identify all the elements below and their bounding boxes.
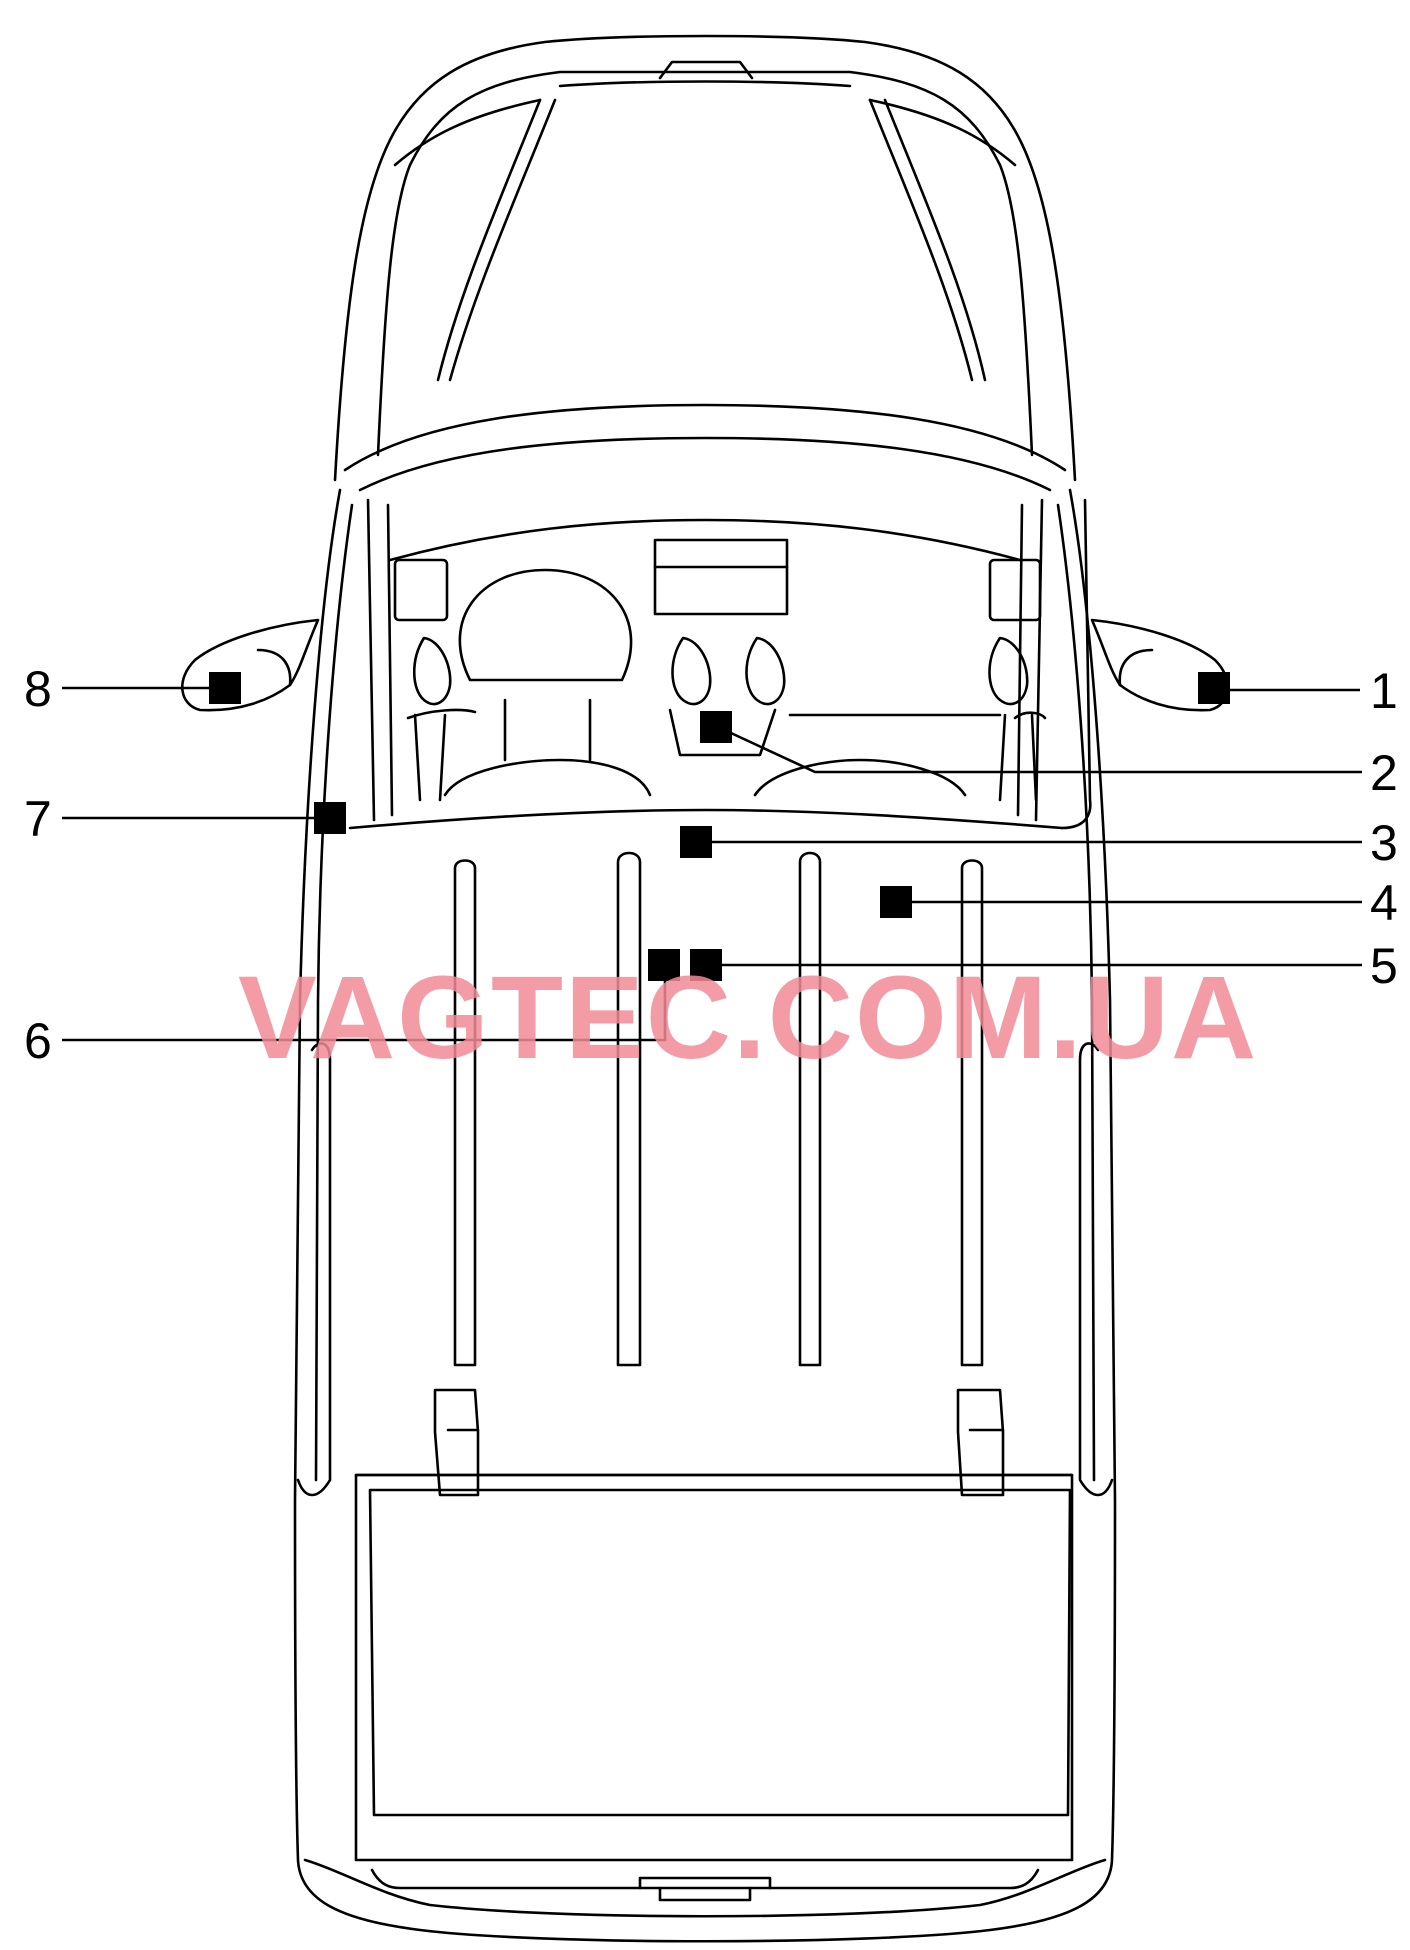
steering-wheel xyxy=(458,568,633,682)
hood-crease-right xyxy=(868,98,974,382)
tie-rail-1 xyxy=(453,859,477,1367)
cabin-frame-left xyxy=(366,498,376,822)
callout-5: 5 xyxy=(1370,938,1398,994)
body-side-left-bottom xyxy=(296,1042,332,1497)
marker-1 xyxy=(1198,672,1230,704)
mirror-left-inner xyxy=(256,648,292,687)
body-side-right-inner xyxy=(1056,503,1096,1482)
cabin xyxy=(348,498,1092,830)
hood-inner-outline xyxy=(376,70,1034,457)
car-body xyxy=(293,34,1117,1943)
leader-lines xyxy=(62,686,1362,1042)
vent-left xyxy=(393,558,449,622)
seat-right xyxy=(998,711,1047,802)
marker-8 xyxy=(209,672,241,704)
hood-front-vent xyxy=(658,60,754,80)
dash-top xyxy=(388,518,1022,562)
marker-5 xyxy=(690,949,722,981)
mirror-left xyxy=(180,618,320,712)
passenger-seat xyxy=(753,758,967,797)
callout-numbers: 1 2 3 4 5 6 7 8 xyxy=(24,661,1398,1069)
marker-2 xyxy=(700,711,732,743)
hood-crease-left-2 xyxy=(448,98,557,382)
mirror-right xyxy=(1090,618,1230,712)
round-vent-2 xyxy=(671,636,712,706)
callout-6: 6 xyxy=(24,1013,52,1069)
body-side-right-bottom xyxy=(1078,1042,1114,1497)
cowl-line xyxy=(343,403,1067,472)
hood-front-edge xyxy=(558,80,852,88)
tie-rail-4 xyxy=(960,859,984,1367)
callout-8: 8 xyxy=(24,661,52,717)
cargo-floor-outer xyxy=(354,1473,1074,1862)
cargo-area xyxy=(354,851,1074,1862)
cabin-frame-left-inner xyxy=(386,503,394,817)
steering-column xyxy=(503,698,592,762)
cabin-rear-line xyxy=(348,808,1064,830)
rear-bumper-inner xyxy=(370,1868,1040,1890)
center-console xyxy=(668,708,777,757)
marker-4 xyxy=(880,886,912,918)
body-side-left-outer xyxy=(293,488,1117,1943)
hood-crease-left xyxy=(436,98,542,382)
anchor-bracket-right xyxy=(956,1388,1005,1497)
body-side-left-inner xyxy=(314,503,354,1482)
callout-1: 1 xyxy=(1370,663,1398,719)
leader-6 xyxy=(62,965,667,1042)
hood-crease-right-2 xyxy=(883,98,987,382)
seat-left xyxy=(406,708,477,802)
marker-6 xyxy=(648,949,680,981)
vent-right xyxy=(988,558,1042,622)
anchor-bracket-left xyxy=(433,1388,480,1497)
tie-rail-2 xyxy=(616,851,642,1367)
cabin-frame-right-inner xyxy=(1016,503,1024,817)
cargo-floor-inner xyxy=(368,1488,1072,1817)
hood-corner-right xyxy=(868,98,1017,167)
rear-latch xyxy=(638,1876,772,1902)
marker-7 xyxy=(314,802,346,834)
location-markers xyxy=(209,672,1230,981)
cabin-frame-right xyxy=(1034,498,1044,822)
cabin-rear-step xyxy=(1060,498,1092,830)
round-vent-4 xyxy=(988,636,1029,706)
hood-outline xyxy=(333,34,1077,482)
callout-4: 4 xyxy=(1370,875,1398,931)
tie-rail-3 xyxy=(798,851,822,1367)
round-vent-1 xyxy=(412,636,452,706)
hood-corner-left xyxy=(393,98,542,167)
round-vent-3 xyxy=(745,636,786,706)
marker-3 xyxy=(680,826,712,858)
mirrors xyxy=(180,618,1230,712)
leader-2 xyxy=(717,725,1362,774)
cowl-line-inner xyxy=(358,436,1052,492)
callout-2: 2 xyxy=(1370,745,1398,801)
callout-3: 3 xyxy=(1370,815,1398,871)
callout-7: 7 xyxy=(24,791,52,847)
mirror-right-inner xyxy=(1118,648,1154,687)
watermark-text: VAGTEC.COM.UA xyxy=(238,952,1258,1084)
driver-seat xyxy=(443,758,652,797)
radio-unit xyxy=(653,538,789,616)
rear-bumper-outer xyxy=(303,1858,1107,1918)
